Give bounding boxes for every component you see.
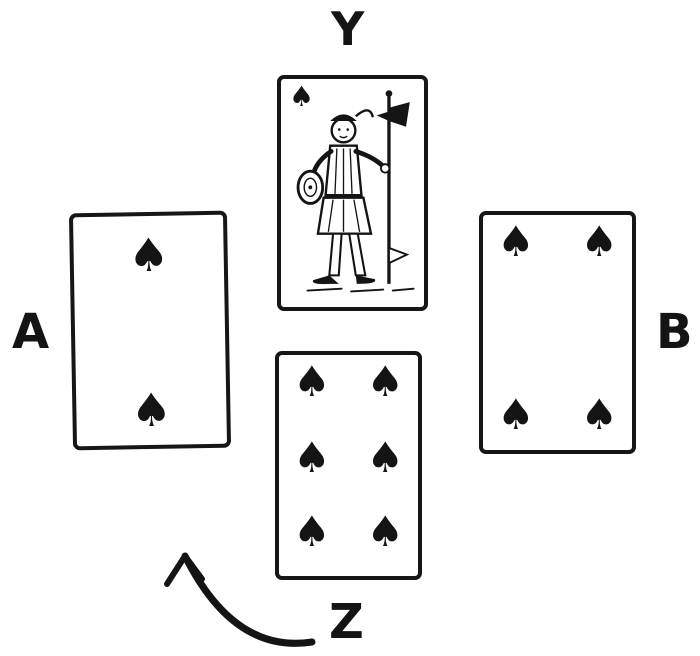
- spade-pip: ♠: [293, 357, 331, 406]
- spade-pip: ♠: [293, 507, 331, 556]
- card-two-of-spades: ♠ ♠: [68, 210, 232, 451]
- counterclockwise-arrow-icon: [164, 552, 316, 647]
- spade-pip: ♠: [580, 390, 618, 439]
- spade-pip: ♠: [130, 382, 173, 438]
- jack-figure-illustration: [296, 90, 415, 293]
- player-label-west: A: [12, 304, 50, 360]
- player-label-north: Y: [331, 2, 365, 56]
- spade-pip: ♠: [580, 217, 618, 266]
- spade-pip: ♠: [366, 507, 404, 556]
- spade-pip: ♠: [366, 433, 404, 482]
- spade-pip: ♠: [289, 80, 315, 113]
- spade-pip: ♠: [293, 433, 331, 482]
- spade-pip: ♠: [497, 390, 535, 439]
- card-four-of-spades: ♠ ♠ ♠ ♠: [479, 211, 636, 454]
- card-six-of-spades: ♠ ♠ ♠ ♠ ♠ ♠: [275, 351, 422, 580]
- spade-pip: ♠: [497, 217, 535, 266]
- player-label-south: Z: [329, 594, 364, 650]
- spade-pip: ♠: [127, 227, 170, 283]
- card-jack-of-spades: ♠: [277, 75, 428, 311]
- spade-pip: ♠: [366, 357, 404, 406]
- player-label-east: B: [656, 304, 693, 360]
